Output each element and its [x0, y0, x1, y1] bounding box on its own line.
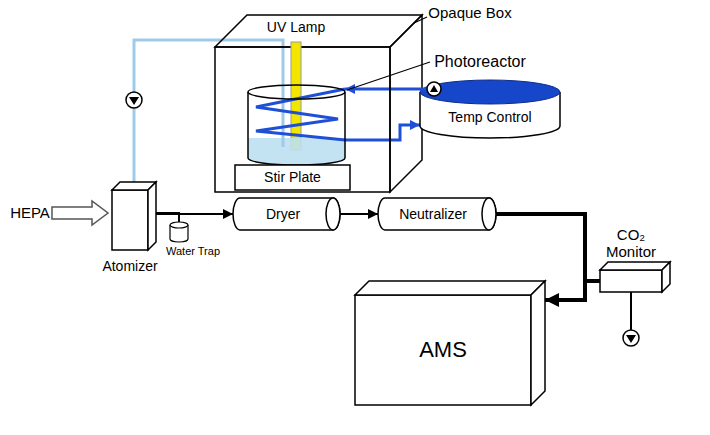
node-outline	[112, 182, 156, 250]
node-label: Opaque Box	[425, 4, 515, 21]
top-face	[355, 281, 545, 295]
node-outline	[170, 222, 188, 242]
temp-control-bath: Temp Control	[420, 80, 560, 138]
node-label: Atomizer	[99, 258, 161, 274]
node-label: Photoreactor	[431, 53, 529, 71]
leader-line	[414, 17, 427, 23]
sample-tube	[282, 85, 285, 147]
vessel-rim	[248, 85, 345, 99]
pump-symbol	[126, 92, 142, 108]
aerosol-line	[340, 213, 378, 215]
front-face	[215, 47, 390, 192]
node-label: AMS	[416, 337, 470, 362]
node-outline	[600, 262, 670, 292]
pump-triangle	[430, 85, 438, 92]
dryer-cylinder: Dryer	[233, 198, 340, 230]
node-label: Temp Control	[445, 109, 535, 125]
node-label: Water Trap	[163, 245, 223, 258]
stir-plate: Stir Plate	[235, 165, 350, 190]
cylinder-end	[482, 198, 496, 230]
pump-symbol	[427, 82, 441, 96]
node-label: CO₂ Monitor	[595, 226, 667, 261]
front-face	[355, 295, 531, 405]
coolant-line	[345, 88, 420, 91]
inlet-label: HEPA	[10, 204, 50, 221]
vessel-wall	[248, 92, 345, 165]
node-label: Neutralizer	[396, 206, 470, 222]
front-face	[112, 190, 148, 250]
pump-circle	[623, 330, 639, 346]
node-label: Stir Plate	[261, 169, 324, 185]
pump-symbol	[623, 330, 639, 346]
liquid	[248, 138, 345, 165]
side-face	[148, 182, 156, 250]
enclosure-box: Opaque BoxUV LampPhotoreactorStir Plate	[215, 15, 422, 192]
exhaust-line	[630, 292, 632, 330]
water-trap: Water Trap	[170, 222, 188, 242]
bath-surface	[420, 80, 560, 104]
cylinder-body	[378, 198, 496, 230]
coolant-line	[345, 125, 420, 140]
side-face	[390, 15, 422, 192]
trap-rim	[170, 222, 188, 228]
drain-line	[156, 213, 179, 222]
hepa-inlet-arrow	[52, 201, 108, 225]
pump-circle	[427, 82, 441, 96]
neutralizer-cylinder: Neutralizer	[378, 198, 496, 230]
pump-circle	[126, 92, 142, 108]
front-face	[600, 270, 662, 292]
photoreactor-vessel: Photoreactor	[248, 85, 345, 165]
pump-triangle	[626, 335, 636, 343]
node-label: Dryer	[263, 206, 304, 222]
plate-outline	[235, 165, 350, 190]
leader-line	[347, 62, 430, 90]
node-outline	[248, 85, 345, 165]
node-label: UV Lamp	[264, 19, 329, 35]
coolant-stub	[420, 88, 427, 91]
top-face	[215, 15, 422, 47]
side-face	[531, 281, 545, 405]
cylinder-end	[326, 198, 340, 230]
ams-box: AMS	[355, 281, 545, 405]
atomizer-box: Atomizer	[112, 182, 156, 250]
pump-triangle	[129, 97, 139, 105]
cylinder-body	[233, 198, 340, 230]
co2-monitor-box: CO₂ Monitor	[600, 262, 670, 292]
side-face	[662, 262, 670, 292]
top-face	[600, 262, 670, 270]
sample-flow-line	[496, 214, 600, 281]
